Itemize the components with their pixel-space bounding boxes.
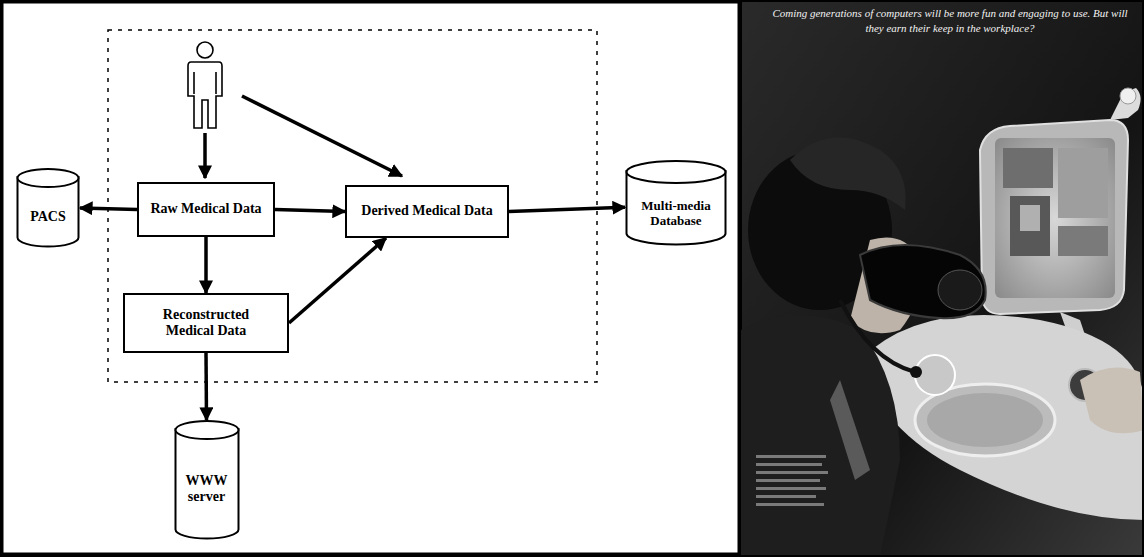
- node-label: Multi-media Database: [634, 199, 718, 229]
- text-group: Multi-media Database: [634, 199, 718, 229]
- node-label: Reconstructed Medical Data: [146, 307, 266, 339]
- database-cylinder: WWW server: [174, 420, 240, 540]
- cylinder-outline: [16, 168, 80, 248]
- database-cylinder: PACS: [16, 168, 80, 248]
- cylinder-body: [175, 429, 238, 539]
- text-group: Derived Medical Data: [361, 203, 492, 219]
- text-group: PACS: [30, 209, 66, 225]
- person-arrow: [203, 133, 207, 178]
- database-cylinder: Multi-media Database: [625, 160, 727, 246]
- node-label: WWW server: [182, 473, 232, 505]
- process-box: Derived Medical Data: [345, 185, 509, 238]
- photo: [739, 0, 1144, 557]
- person-icon: [188, 42, 222, 128]
- person-arrow: [242, 96, 402, 176]
- node-label: PACS: [30, 209, 66, 225]
- flow-arrow: [204, 237, 208, 293]
- flow-arrow: [289, 238, 386, 323]
- cylinder-top: [175, 421, 238, 439]
- cylinder-top: [18, 169, 79, 187]
- cylinder-top: [627, 161, 726, 183]
- flow-arrow: [509, 207, 625, 211]
- process-box: Raw Medical Data: [137, 182, 275, 237]
- text-group: Raw Medical Data: [150, 201, 261, 217]
- headline-text: Coming generations of computers will be …: [770, 6, 1130, 36]
- dashed-boundary: [108, 30, 597, 382]
- text-group: Reconstructed Medical Data: [146, 307, 266, 339]
- flow-arrow: [204, 353, 208, 420]
- frame: [2, 2, 739, 554]
- flow-arrow: [80, 208, 137, 210]
- text-group: WWW server: [182, 473, 232, 505]
- process-box: Reconstructed Medical Data: [123, 293, 289, 353]
- flow-arrow: [275, 210, 345, 212]
- node-label: Raw Medical Data: [150, 201, 261, 217]
- node-label: Derived Medical Data: [361, 203, 492, 219]
